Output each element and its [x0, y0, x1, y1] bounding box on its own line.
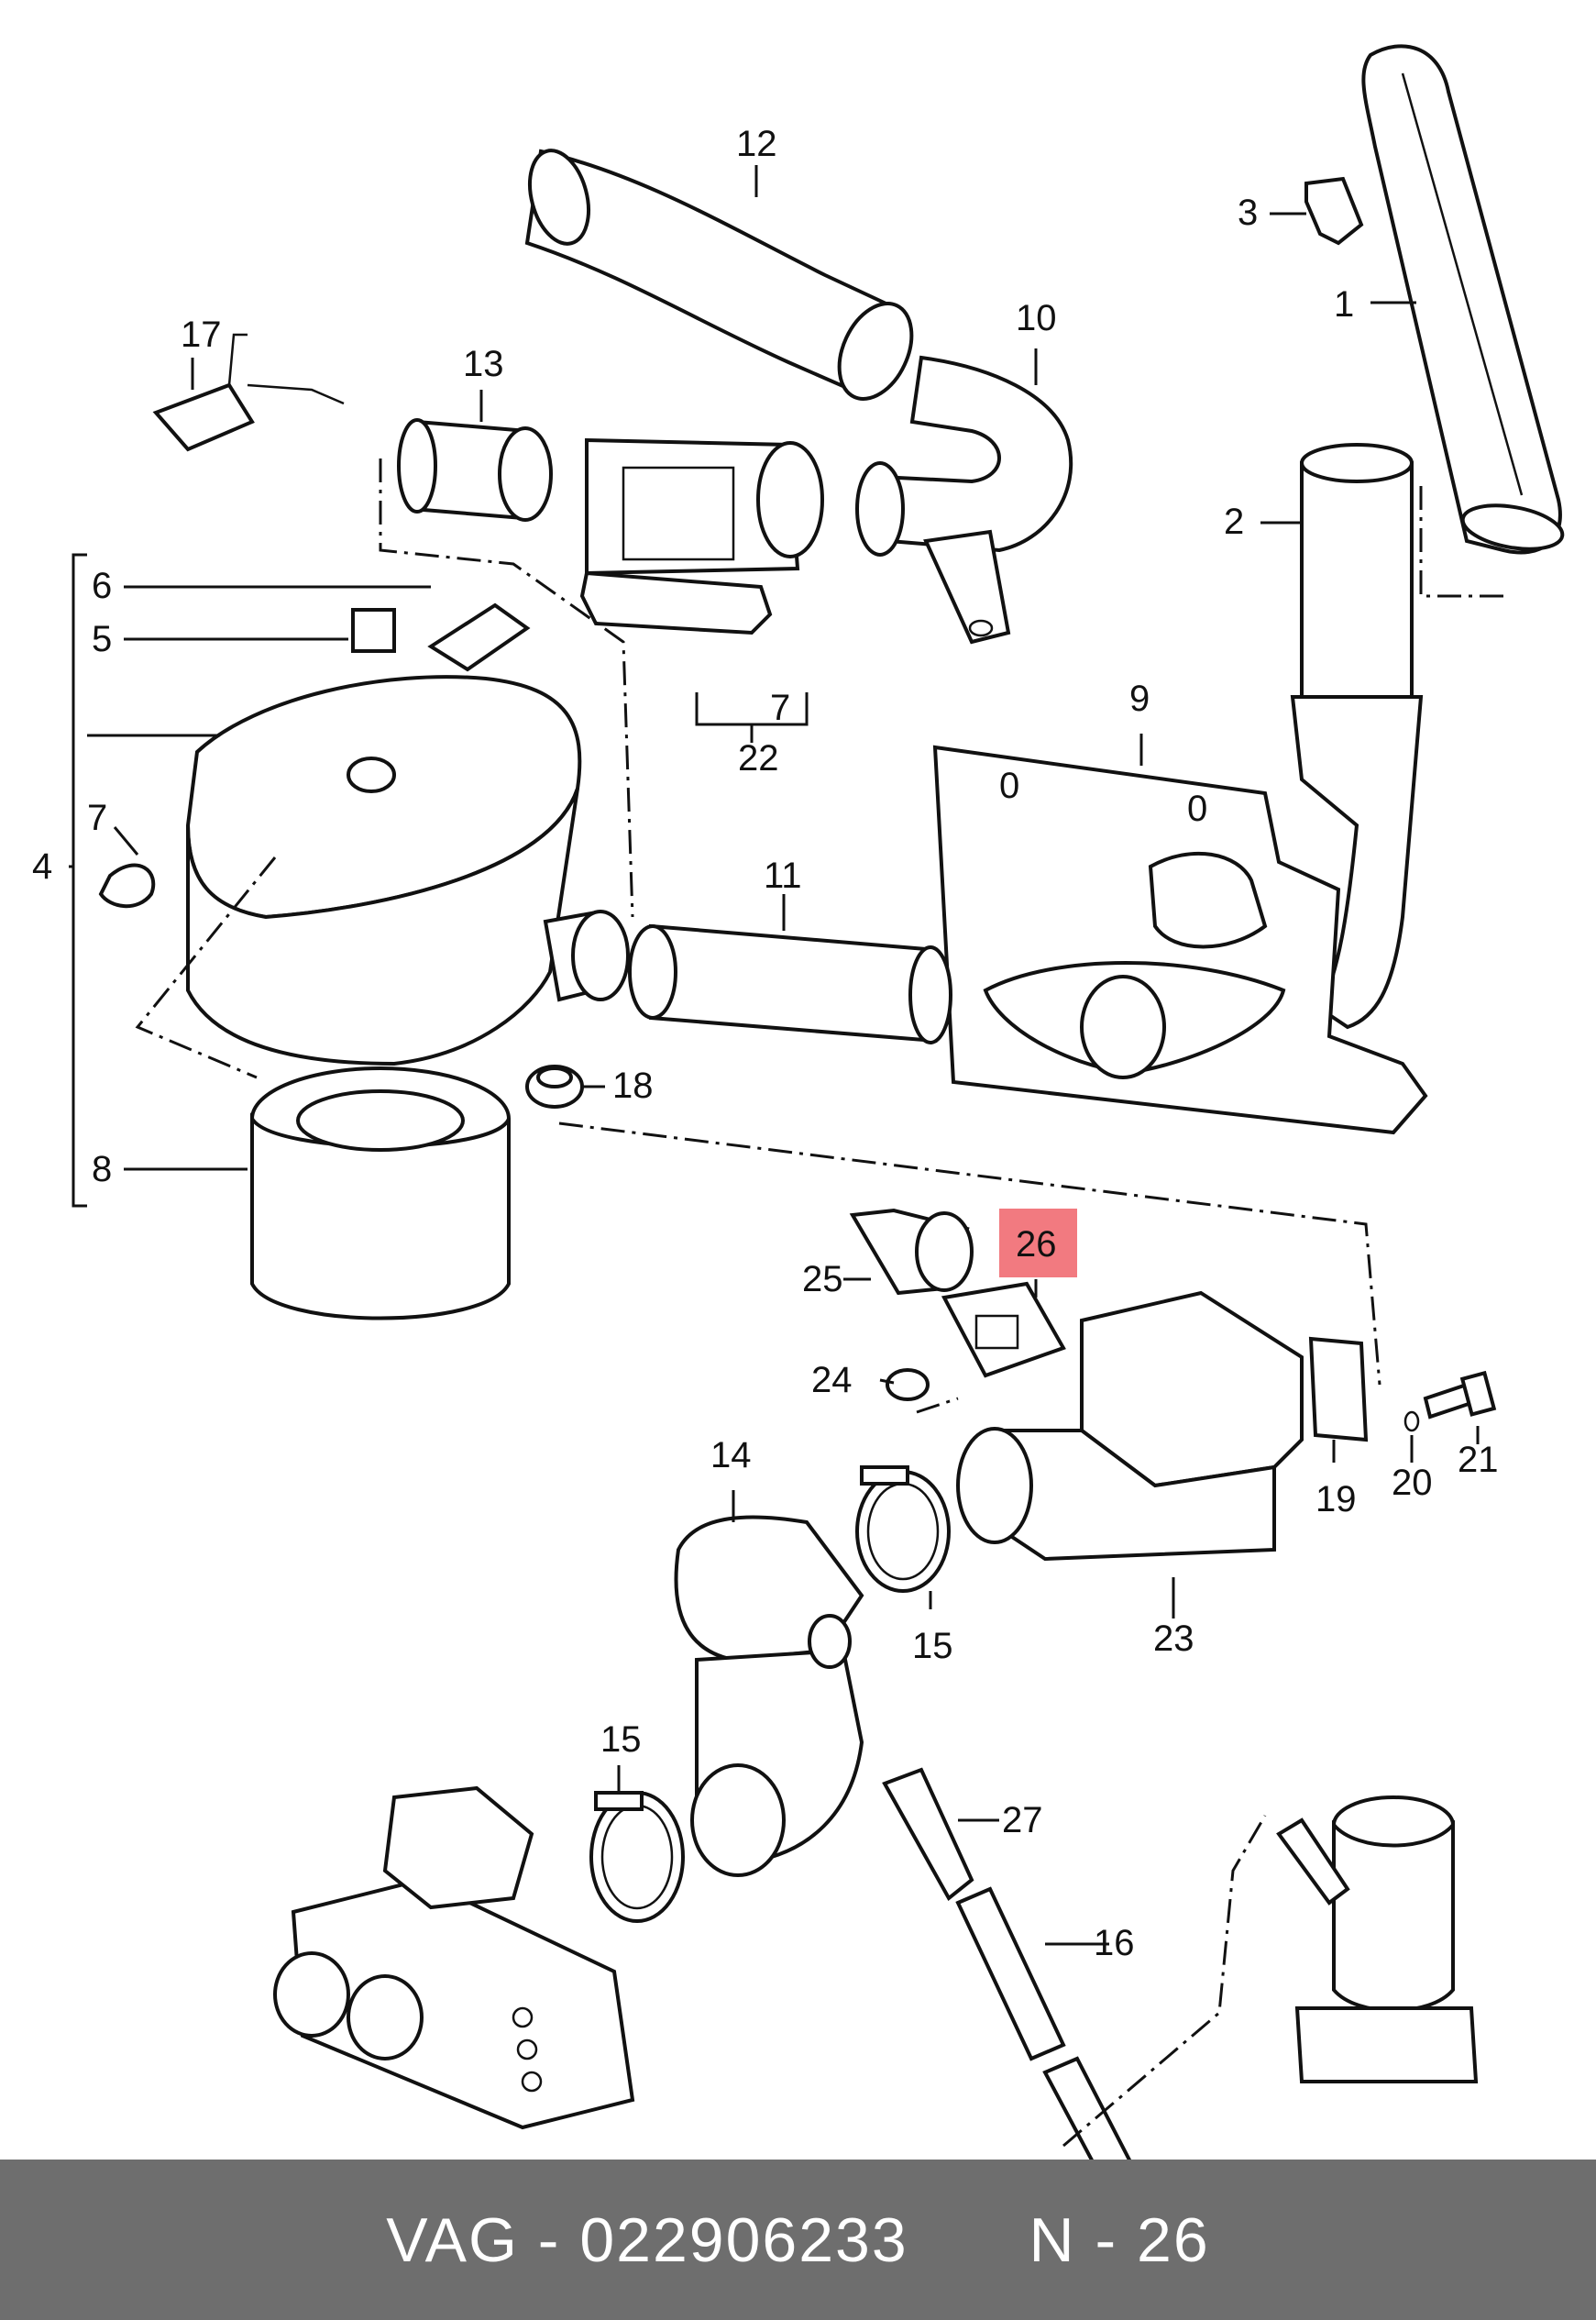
part-15-clamp-upper: [855, 1465, 951, 1593]
part-14-boot: [674, 1515, 864, 1877]
part-11-bellows: [628, 923, 952, 1044]
exploded-parts-diagram: 0 0: [32, 44, 1565, 2160]
footer-brand: VAG: [386, 2204, 519, 2275]
group-bracket-4: [72, 553, 87, 1208]
label-21: 21: [1458, 1440, 1499, 1480]
label-17: 17: [181, 315, 222, 355]
part-20-washer: [1403, 1410, 1420, 1432]
part-13-sleeve: [397, 418, 553, 522]
label-15-lower: 15: [600, 1719, 642, 1760]
footer-separator: -: [537, 2204, 561, 2275]
label-20: 20: [1392, 1463, 1433, 1503]
part-9-panel: 0 0: [932, 745, 1428, 1135]
label-14: 14: [710, 1435, 752, 1475]
label-3: 3: [1238, 193, 1258, 233]
part-16-hose: [955, 1886, 1132, 2160]
panel-mark-1: 0: [999, 766, 1019, 806]
part-6-clip: [427, 602, 531, 672]
part-4-filter-housing: [185, 675, 630, 1066]
label-10: 10: [1016, 298, 1057, 338]
part-26-connector: [941, 1281, 1066, 1378]
part-18-grommet: [525, 1065, 584, 1109]
part-23-flow-meter: [956, 1290, 1304, 1562]
panel-mark-2: 0: [1187, 789, 1207, 829]
label-27: 27: [1002, 1800, 1043, 1840]
label-22: 22: [738, 738, 779, 779]
part-3-clip: [1304, 176, 1364, 246]
label-1: 1: [1334, 284, 1354, 325]
label-16: 16: [1094, 1923, 1135, 1963]
throttle-body: [273, 1785, 635, 2130]
label-23: 23: [1153, 1618, 1194, 1659]
part-2-riser: [1290, 443, 1424, 1030]
footer-text: VAG - 022906233 N - 26: [386, 2204, 1209, 2276]
label-6: 6: [92, 566, 112, 606]
label-9: 9: [1129, 679, 1150, 719]
label-4: 4: [32, 846, 52, 887]
label-7-right: 7: [770, 688, 790, 728]
part-17-bracket: [152, 333, 345, 452]
connection-lines: [135, 458, 1503, 2148]
part-15-clamp-lower: [589, 1791, 685, 1923]
label-24: 24: [811, 1360, 853, 1400]
label-15-upper: 15: [912, 1626, 953, 1666]
part-8-filter: [250, 1066, 511, 1320]
part-24-plug: [886, 1368, 930, 1401]
part-19-gasket: [1308, 1336, 1369, 1442]
part-21-bolt: [1423, 1370, 1497, 1420]
footer-ref: N - 26: [1029, 2204, 1210, 2275]
label-12: 12: [736, 124, 777, 164]
label-26: 26: [1016, 1224, 1057, 1265]
part-1-tube: [1361, 44, 1565, 555]
footer-part-number: 022906233: [579, 2204, 908, 2275]
callout-labels: 1 2 3 4 5 6 7 7 8 9 10 11 12 13 14 15 15…: [32, 124, 1499, 1963]
part-12-corrugated-hose: [524, 149, 914, 401]
label-18: 18: [612, 1066, 654, 1106]
part-27-sensor: [882, 1767, 974, 1902]
label-13: 13: [463, 344, 504, 384]
label-7-left: 7: [87, 798, 107, 838]
label-19: 19: [1315, 1479, 1357, 1519]
label-2: 2: [1224, 502, 1244, 542]
label-11: 11: [764, 856, 802, 896]
leader-lines: [69, 165, 1480, 1946]
part-25-funnel: [849, 1208, 974, 1296]
filler-neck: [1276, 1795, 1479, 2083]
label-5: 5: [92, 619, 112, 659]
part-5-cap: [351, 608, 396, 653]
part-10-elbow: [855, 355, 1073, 645]
part-7-clip-left: [98, 863, 156, 909]
part-22-intake-duct: [579, 437, 824, 635]
label-25: 25: [802, 1259, 843, 1299]
highlight-box-26: [999, 1209, 1077, 1277]
part-number-footer: VAG - 022906233 N - 26: [0, 2160, 1596, 2320]
label-8: 8: [92, 1149, 112, 1189]
